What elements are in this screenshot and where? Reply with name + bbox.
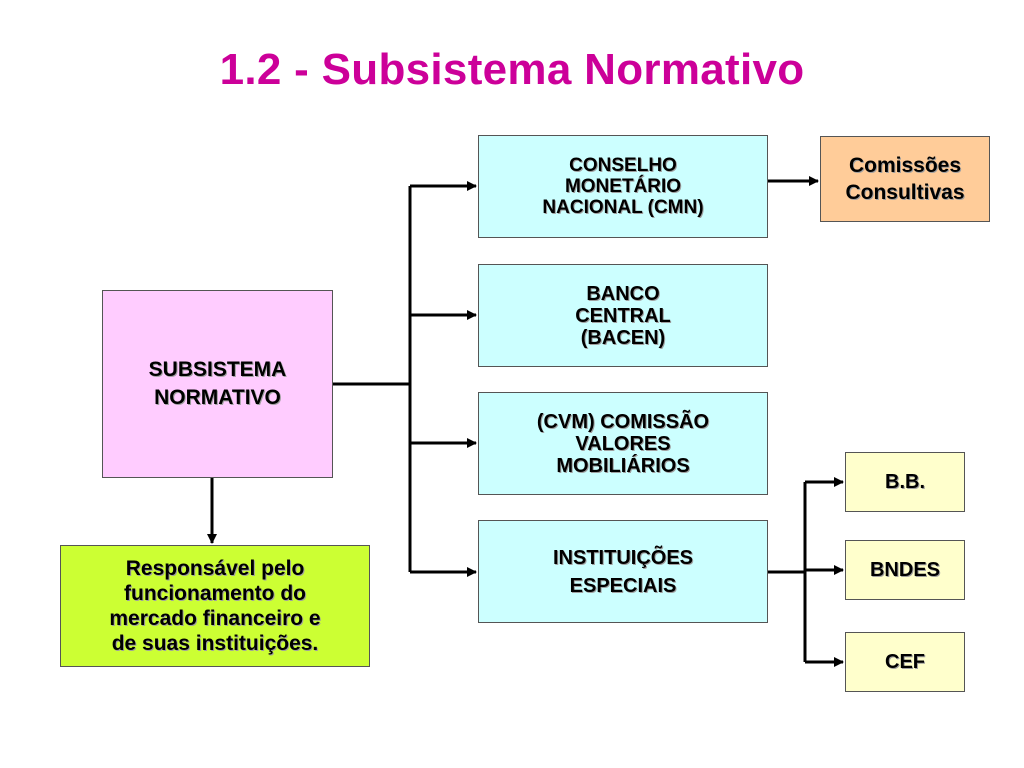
special-institutions-box: INSTITUIÇÕES ESPECIAIS xyxy=(478,520,768,623)
consultative-commissions-box: Comissões Consultivas xyxy=(820,136,990,222)
cef-label: CEF xyxy=(885,650,925,673)
responsibility-label: Responsável pelo funcionamento do mercad… xyxy=(109,557,321,655)
bndes-label: BNDES xyxy=(869,558,940,581)
bacen-box: BANCO CENTRAL (BACEN) xyxy=(478,264,768,367)
cmn-label: CONSELHO MONETÁRIO NACIONAL (CMN) xyxy=(542,155,704,218)
cmn-box: CONSELHO MONETÁRIO NACIONAL (CMN) xyxy=(478,135,768,238)
bacen-label: BANCO CENTRAL (BACEN) xyxy=(575,282,671,349)
bb-box: B.B. xyxy=(845,452,965,512)
responsibility-box: Responsável pelo funcionamento do mercad… xyxy=(60,545,370,667)
cvm-box: (CVM) COMISSÃO VALORES MOBILIÁRIOS xyxy=(478,392,768,495)
consultative-commissions-label: Comissões Consultivas xyxy=(845,154,965,204)
special-institutions-label: INSTITUIÇÕES ESPECIAIS xyxy=(552,546,693,597)
bb-label: B.B. xyxy=(885,470,925,493)
subsistema-normativo-label: SUBSISTEMA NORMATIVO xyxy=(148,358,287,409)
page-title: 1.2 - Subsistema Normativo xyxy=(219,45,805,94)
subsistema-normativo-box: SUBSISTEMA NORMATIVO xyxy=(102,290,333,478)
bndes-box: BNDES xyxy=(845,540,965,600)
cvm-label: (CVM) COMISSÃO VALORES MOBILIÁRIOS xyxy=(536,410,710,477)
cef-box: CEF xyxy=(845,632,965,692)
